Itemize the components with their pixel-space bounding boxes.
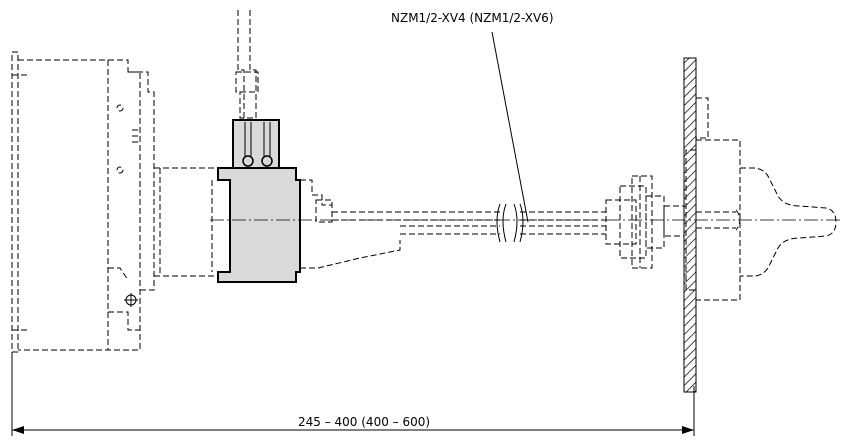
door-coupling: [605, 175, 685, 269]
handle-top-block: [232, 119, 280, 173]
extension-shaft: [332, 203, 606, 243]
rotary-handle: [217, 119, 301, 283]
dimension-label: 245 – 400 (400 – 600): [298, 415, 430, 429]
handle-pin-right: [261, 155, 273, 167]
handle-extension-top: [235, 10, 259, 119]
front-handle: [685, 97, 837, 436]
part-number-label: NZM1/2-XV4 (NZM1/2-XV6): [391, 11, 554, 25]
handle-housing: [154, 167, 401, 277]
control-panel-door: [683, 57, 697, 393]
overall-dimension: 245 – 400 (400 – 600): [12, 415, 694, 434]
handle-pin-left: [242, 155, 254, 167]
handle-body: [217, 167, 301, 283]
circuit-breaker-outline: [11, 51, 155, 436]
part-number-leader: [491, 31, 529, 223]
